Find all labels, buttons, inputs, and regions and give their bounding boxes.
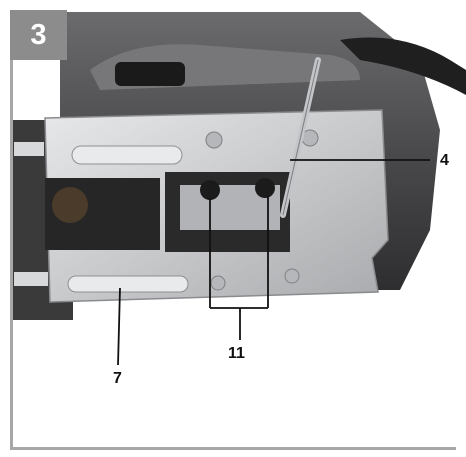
hole xyxy=(205,131,223,149)
hole xyxy=(210,275,226,291)
cable xyxy=(340,37,466,95)
lower-slot xyxy=(67,275,189,293)
frame-left-border xyxy=(10,10,13,450)
left-tab xyxy=(14,272,48,286)
leader-7 xyxy=(117,287,121,366)
clamp-screw-right xyxy=(255,178,275,198)
hole xyxy=(284,268,300,284)
upper-slot xyxy=(71,145,183,165)
frame-bottom-border xyxy=(10,447,456,450)
spring xyxy=(52,187,88,223)
figure-number-badge: 3 xyxy=(10,10,67,60)
callout-7-label: 7 xyxy=(113,370,122,387)
left-tab xyxy=(14,142,44,156)
clamp-screw-left xyxy=(200,180,220,200)
callout-11-label: 11 xyxy=(228,345,245,362)
callout-4-label: 4 xyxy=(440,152,449,169)
knob xyxy=(115,62,185,86)
